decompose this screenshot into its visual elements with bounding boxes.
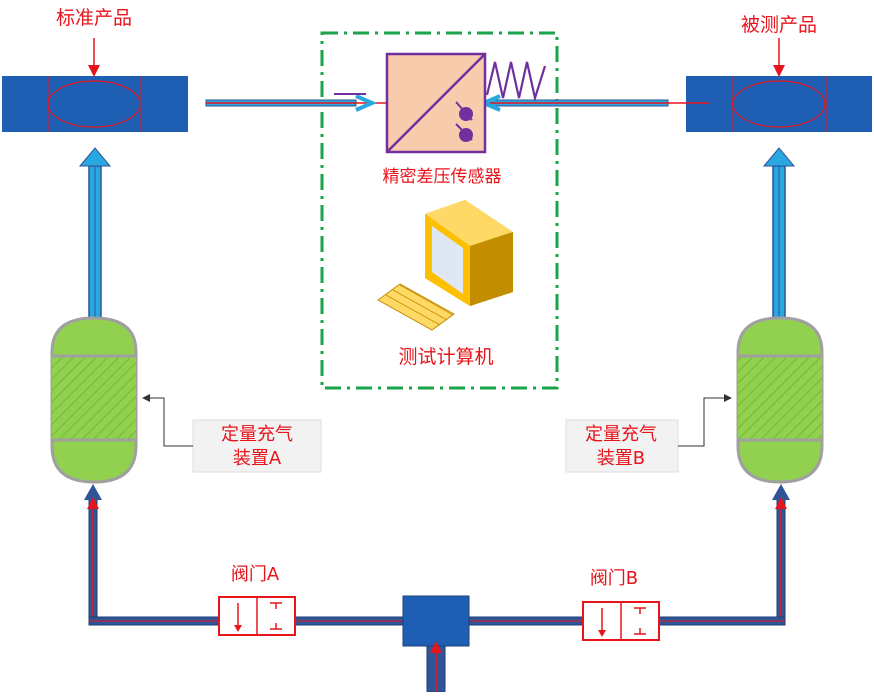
tested-product-device [686,76,872,132]
fill-device-b-label-line1: 定量充气 [585,424,657,445]
valve-b [582,601,660,641]
computer-icon [377,200,513,331]
measurement-frame [320,31,559,390]
right-upper-pipe [762,147,796,319]
gas-source-block [402,595,470,693]
valve-b-label: 阀门B [590,568,638,589]
fill-device-a-callout [142,394,322,473]
fill-device-b-callout [565,394,732,473]
fill-device-b-tank [736,316,824,484]
left-lower-pipe [84,484,102,623]
fill-device-b-label-line2: 装置B [597,448,645,469]
standard-product-device [2,76,188,132]
valve-a [218,596,296,636]
fill-device-a-label-line1: 定量充气 [221,424,293,445]
standard-product-label: 标准产品 [56,7,132,29]
fill-device-a-label-line2: 装置A [233,448,282,469]
computer-label: 测试计算机 [398,346,493,368]
differential-pressure-sensor [385,52,547,154]
left-sensor-pipe [205,93,413,112]
sensor-label: 精密差压传感器 [383,167,502,187]
left-upper-pipe [78,147,112,319]
fill-device-a-tank [50,316,138,484]
valve-a-label: 阀门A [231,564,280,585]
tested-product-label: 被测产品 [741,14,817,36]
right-lower-pipe [772,484,790,623]
right-sensor-pipe [473,94,710,112]
